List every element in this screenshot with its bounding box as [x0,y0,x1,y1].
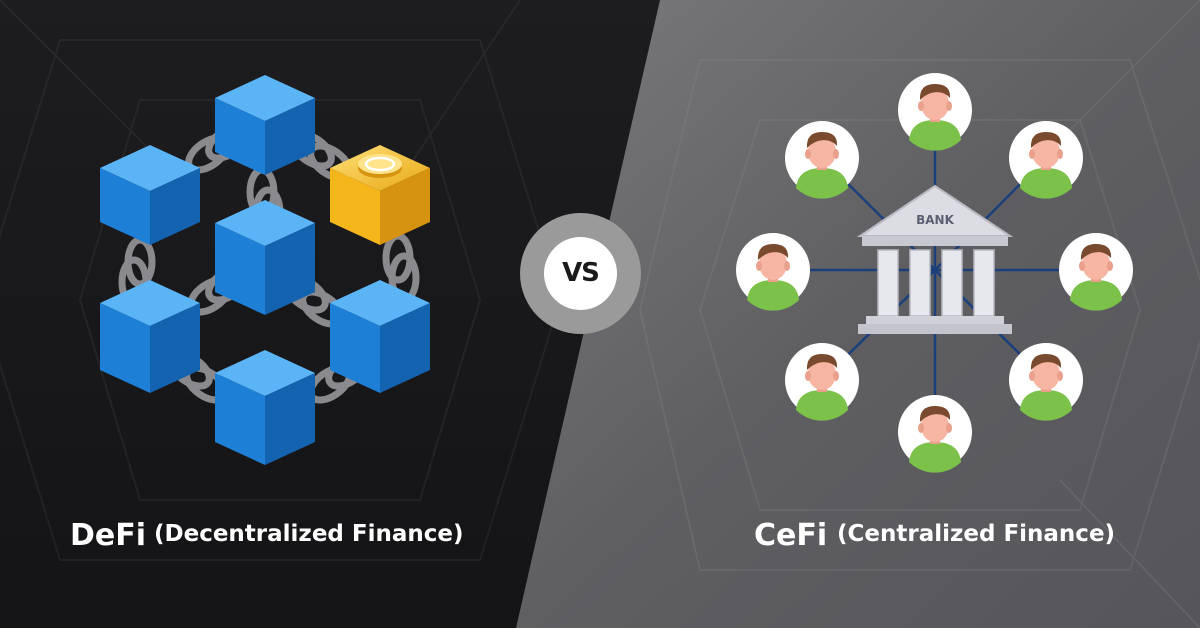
block-cube-center [215,200,315,315]
defi-title: DeFi [70,518,147,553]
bank-building: BANK [856,184,1014,334]
defi-subtitle: (Decentralized Finance) [154,521,464,547]
vs-text: VS [562,258,600,288]
cefi-subtitle: (Centralized Finance) [837,521,1116,547]
blockchain-illustration [100,75,430,465]
block-cube-left [100,145,200,245]
user-avatars [736,73,1133,473]
block-cube-midleft [100,280,200,393]
vs-badge [544,237,617,310]
coin-cube [330,145,430,245]
bank-label: BANK [916,213,954,227]
bank-network-illustration: BANK [736,73,1133,473]
block-cube-bottom [215,350,315,465]
user-avatar-icon [898,73,972,151]
user-avatar-icon [1059,233,1133,311]
user-avatar-icon [1009,343,1083,421]
user-avatar-icon [1009,121,1083,199]
user-avatar-icon [736,233,810,311]
user-avatar-icon [785,121,859,199]
block-cube-midright [330,280,430,393]
block-cube-top [215,75,315,175]
cefi-title: CeFi [754,518,828,553]
user-avatar-icon [898,395,972,473]
user-avatar-icon [785,343,859,421]
